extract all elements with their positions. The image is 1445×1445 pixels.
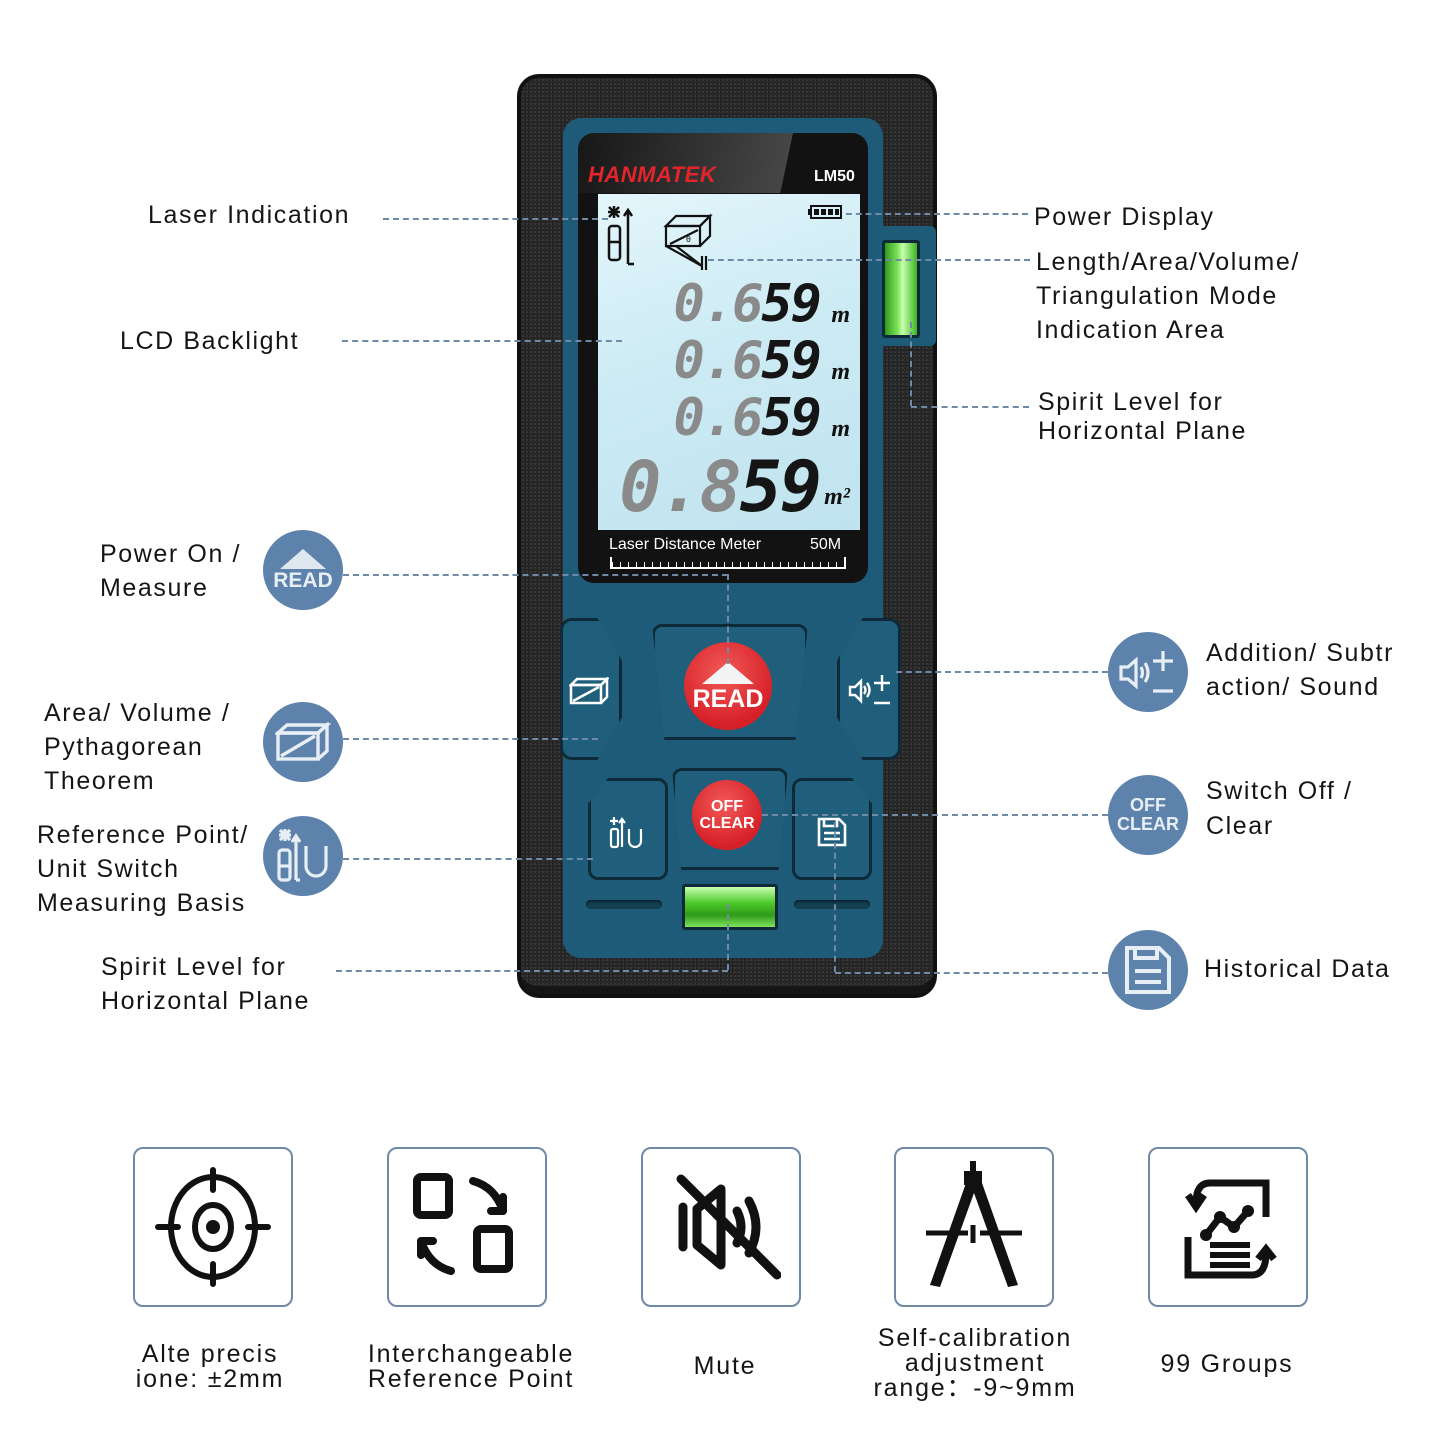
- side-spirit-level-vial: [882, 240, 920, 338]
- callout-power-on-measure: Power On / Measure: [100, 540, 242, 602]
- leader-lcd-backlight: [342, 340, 622, 342]
- measurement-mode-icon: θ: [663, 213, 713, 270]
- off-clear-badge: OFF CLEAR: [1108, 775, 1188, 855]
- feature-tile-precision: [133, 1147, 293, 1307]
- leader-reference: [343, 858, 593, 860]
- read-badge-label: READ: [273, 569, 333, 592]
- leader-side-level-vertical: [910, 322, 912, 406]
- lcd-reading-total: 0.859: [619, 446, 822, 528]
- area-volume-badge: [263, 702, 343, 782]
- leader-history-vertical: [834, 822, 836, 972]
- feature-tile-history: [1148, 1147, 1308, 1307]
- lcd-reading-2: 0.659: [673, 331, 822, 391]
- feature-caption-calibration: Self-calibration adjustment range：-9~9mm: [873, 1324, 1077, 1402]
- callout-side-spirit-level: Spirit Level for Horizontal Plane: [1038, 388, 1248, 445]
- leader-power-display: [846, 213, 1028, 215]
- leader-laser-indication: [383, 218, 608, 220]
- target-crosshair-icon: [155, 1167, 271, 1287]
- svg-text:θ: θ: [686, 235, 691, 244]
- lcd-screen: θ 0.659 m 0.659 m 0.659 m 0.859 m²: [598, 194, 860, 530]
- lcd-unit-1: m: [831, 302, 850, 328]
- brand-logo: HANMATEK: [588, 162, 717, 187]
- read-button-label: READ: [692, 685, 764, 713]
- ruler-scale: [610, 557, 846, 569]
- callout-add-subtract-sound: Addition/ Subtr action/ Sound: [1206, 639, 1394, 701]
- feature-caption-reference: Interchangeable Reference Point: [367, 1340, 575, 1393]
- laser-indicator-icon: [607, 206, 634, 266]
- callout-bottom-spirit-level: Spirit Level for Horizontal Plane: [101, 953, 311, 1015]
- leader-power-on: [343, 574, 728, 576]
- leader-add-subtract: [896, 671, 1108, 673]
- grip-slot-right: [794, 900, 870, 909]
- feature-tile-calibration: [894, 1147, 1054, 1307]
- feature-caption-precision: Alte precis ione: ±2mm: [135, 1340, 285, 1393]
- lcd-unit-3: m: [831, 416, 850, 442]
- callout-lcd-backlight: LCD Backlight: [120, 327, 300, 355]
- callout-power-display: Power Display: [1034, 203, 1215, 231]
- area-volume-icon: [275, 722, 331, 761]
- reference-unit-icon: [609, 817, 643, 849]
- feature-caption-mute: Mute: [693, 1352, 757, 1380]
- off-label: OFF: [711, 798, 743, 815]
- off-clear-button[interactable]: OFF CLEAR: [692, 780, 762, 850]
- history-badge: [1108, 930, 1188, 1010]
- lcd-unit-total: m²: [824, 484, 850, 510]
- callout-mode-indication: Length/Area/Volume/ Triangulation Mode I…: [1036, 248, 1300, 344]
- sound-plus-minus-icon: [848, 675, 890, 705]
- leader-mode-indication: [708, 259, 1030, 261]
- triangle-up-icon: [702, 662, 754, 684]
- floppy-disk-icon: [817, 817, 847, 847]
- area-volume-icon: [569, 677, 609, 705]
- callout-reference-unit: Reference Point/ Unit Switch Measuring B…: [37, 821, 249, 917]
- callout-area-volume: Area/ Volume / Pythagorean Theorem: [44, 699, 231, 795]
- device-caption: Laser Distance Meter: [609, 536, 762, 553]
- callout-historical-data: Historical Data: [1204, 955, 1391, 983]
- leader-area-volume: [343, 738, 598, 740]
- mute-icon: [676, 1174, 781, 1280]
- leader-bottom-level-vertical: [727, 904, 729, 970]
- reference-unit-badge: [263, 816, 343, 896]
- sound-badge: [1108, 632, 1188, 712]
- lcd-reading-3: 0.659: [673, 388, 822, 448]
- feature-tile-mute: [641, 1147, 801, 1307]
- leader-side-level: [911, 406, 1029, 408]
- feature-caption-groups: 99 Groups: [1160, 1350, 1294, 1378]
- reference-unit-icon: [277, 828, 328, 882]
- model-label: LM50: [814, 168, 855, 185]
- floppy-disk-icon: [1125, 946, 1171, 994]
- read-badge: READ: [263, 530, 343, 610]
- off-badge-label: OFF: [1130, 795, 1166, 815]
- bottom-spirit-level-vial: [682, 884, 778, 930]
- feature-tile-reference: [387, 1147, 547, 1307]
- grip-slot-left: [586, 900, 662, 909]
- callout-laser-indication: Laser Indication: [148, 201, 351, 229]
- leader-bottom-level: [336, 970, 728, 972]
- reference-unit-button[interactable]: [588, 778, 668, 880]
- leader-off-clear: [762, 814, 1108, 816]
- clear-label: CLEAR: [699, 815, 755, 832]
- lcd-reading-1: 0.659: [673, 274, 822, 334]
- swap-squares-icon: [413, 1173, 513, 1275]
- compass-caliper-icon: [926, 1161, 1022, 1287]
- leader-history: [835, 972, 1108, 974]
- device-range: 50M: [810, 536, 842, 553]
- sound-plus-minus-icon: [1119, 651, 1173, 693]
- battery-full-icon: [808, 205, 842, 219]
- lcd-unit-2: m: [831, 359, 850, 385]
- leader-power-on-vertical: [727, 574, 729, 664]
- history-chart-icon: [1184, 1179, 1277, 1279]
- history-button[interactable]: [792, 778, 872, 880]
- triangle-up-icon: [280, 549, 326, 569]
- callout-switch-off-clear: Switch Off / Clear: [1206, 777, 1353, 840]
- clear-badge-label: CLEAR: [1117, 814, 1179, 834]
